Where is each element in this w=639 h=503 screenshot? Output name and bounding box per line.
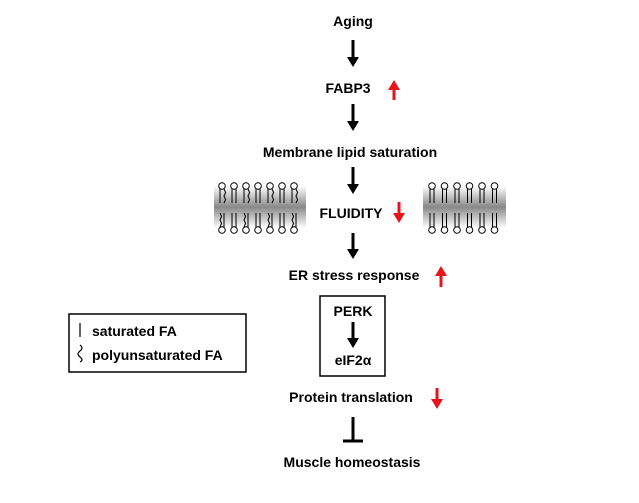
flow-arrow-membrane-fluidity [347, 167, 359, 194]
node-perk: PERK [333, 303, 373, 319]
membrane-saturated [423, 182, 506, 234]
flow-arrow-fluidity-er [347, 233, 359, 259]
node-eif2a: eIF2α [334, 352, 372, 368]
flow-arrow-perk-eif2a [347, 322, 359, 348]
lipid-saturated [428, 182, 436, 234]
node-membrane-lipid-saturation: Membrane lipid saturation [262, 144, 438, 160]
up-arrow-fabp3 [388, 80, 400, 100]
perk-eif2a-box [319, 295, 386, 377]
lipid-saturated [465, 182, 474, 234]
lipid-saturated [490, 182, 499, 234]
lipid-saturated [453, 182, 461, 234]
flow-arrow-fabp3-membrane [347, 104, 359, 131]
lipid-saturated [478, 182, 486, 234]
lipid-mixed [290, 182, 299, 234]
membrane-saturated-unsaturated [214, 182, 306, 234]
legend-box [68, 313, 247, 373]
up-arrow-er-stress [435, 266, 447, 287]
flow-arrow-aging-fabp3 [347, 40, 359, 67]
legend-saturated-fa: saturated FA [92, 323, 177, 339]
lipid-mixed [242, 182, 251, 234]
lipid-mixed [266, 182, 275, 234]
polyunsaturated-fa-symbol [77, 344, 83, 363]
lipid-mixed [254, 182, 262, 234]
lipid-mixed [230, 182, 238, 234]
lipid-mixed [218, 182, 227, 234]
node-protein-translation: Protein translation [289, 389, 413, 405]
legend-polyunsaturated-fa: polyunsaturated FA [92, 347, 223, 363]
down-arrow-protein-translation [431, 388, 443, 409]
down-arrow-fluidity [393, 202, 405, 223]
inhibition-arrow-translation-homeostasis [343, 417, 363, 443]
node-fabp3: FABP3 [325, 80, 371, 96]
node-fluidity: FLUIDITY [319, 205, 383, 221]
node-muscle-homeostasis: Muscle homeostasis [283, 454, 421, 470]
node-er-stress-response: ER stress response [288, 267, 420, 283]
lipid-mixed [278, 182, 286, 234]
node-aging: Aging [333, 13, 373, 29]
lipid-saturated [440, 182, 449, 234]
